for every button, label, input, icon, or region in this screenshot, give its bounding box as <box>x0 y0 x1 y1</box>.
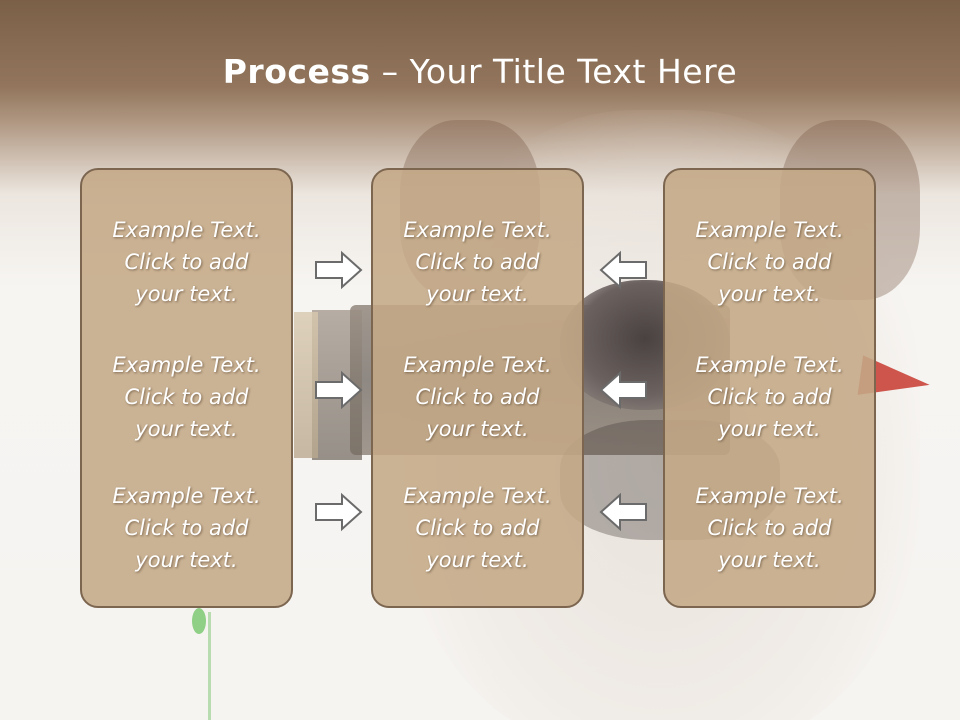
text-line: your text. <box>718 282 821 306</box>
text-line: your text. <box>135 417 238 441</box>
text-block[interactable]: Example Text. Click to add your text. <box>373 349 582 445</box>
text-line: Click to add <box>415 385 540 409</box>
text-line: Click to add <box>415 250 540 274</box>
arrow-right-icon <box>315 370 363 410</box>
text-block[interactable]: Example Text. Click to add your text. <box>373 214 582 310</box>
arrow-left-icon <box>599 492 647 532</box>
arrow-right-icon <box>315 250 363 290</box>
text-line: your text. <box>718 548 821 572</box>
paintbrush-bristles <box>294 312 318 458</box>
text-line: Example Text. <box>112 218 261 242</box>
text-block[interactable]: Example Text. Click to add your text. <box>82 214 291 310</box>
text-line: Example Text. <box>403 484 552 508</box>
title-bold: Process <box>222 52 371 91</box>
text-line: your text. <box>426 282 529 306</box>
process-card-left[interactable]: Example Text. Click to add your text. Ex… <box>80 168 293 608</box>
text-line: Example Text. <box>112 484 261 508</box>
arrow-left-icon <box>599 250 647 290</box>
text-line: your text. <box>135 282 238 306</box>
text-block[interactable]: Example Text. Click to add your text. <box>82 349 291 445</box>
text-line: Example Text. <box>695 484 844 508</box>
text-line: your text. <box>135 548 238 572</box>
arrow-right-icon <box>315 492 363 532</box>
text-line: Example Text. <box>403 218 552 242</box>
text-line: Click to add <box>124 385 249 409</box>
text-line: Click to add <box>707 385 832 409</box>
text-line: Click to add <box>707 250 832 274</box>
text-line: Example Text. <box>695 218 844 242</box>
slide-title[interactable]: Process – Your Title Text Here <box>0 52 960 91</box>
arrow-left-icon <box>599 370 647 410</box>
title-rest: – Your Title Text Here <box>370 52 738 91</box>
text-line: Example Text. <box>695 353 844 377</box>
paint-drop <box>192 608 206 634</box>
paint-drip-line <box>208 612 211 720</box>
text-line: Example Text. <box>403 353 552 377</box>
text-block[interactable]: Example Text. Click to add your text. <box>665 480 874 576</box>
text-line: Click to add <box>415 516 540 540</box>
text-block[interactable]: Example Text. Click to add your text. <box>373 480 582 576</box>
text-line: Click to add <box>707 516 832 540</box>
text-line: your text. <box>426 417 529 441</box>
text-line: Click to add <box>124 516 249 540</box>
text-block[interactable]: Example Text. Click to add your text. <box>82 480 291 576</box>
text-line: Example Text. <box>112 353 261 377</box>
text-line: your text. <box>718 417 821 441</box>
text-line: your text. <box>426 548 529 572</box>
text-block[interactable]: Example Text. Click to add your text. <box>665 214 874 310</box>
process-card-center[interactable]: Example Text. Click to add your text. Ex… <box>371 168 584 608</box>
text-line: Click to add <box>124 250 249 274</box>
text-block[interactable]: Example Text. Click to add your text. <box>665 349 874 445</box>
process-card-right[interactable]: Example Text. Click to add your text. Ex… <box>663 168 876 608</box>
